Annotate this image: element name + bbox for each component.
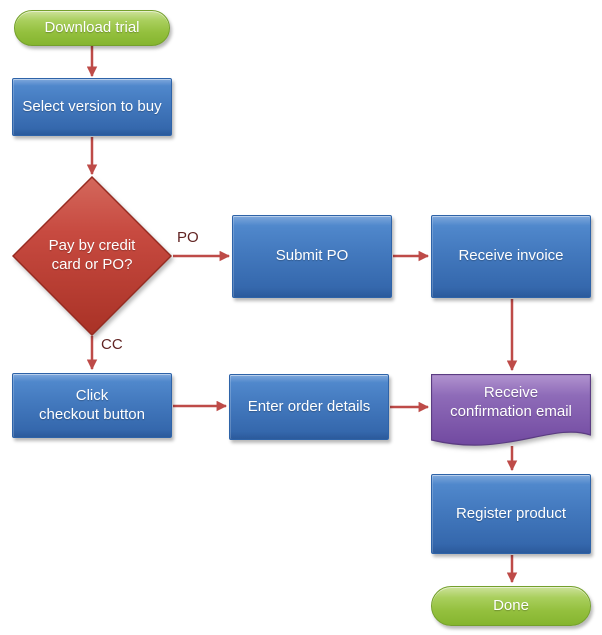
edge-label-cc: CC [101, 336, 123, 353]
node-download-trial-label: Download trial [44, 18, 140, 36]
node-enter-order-details: Enter order details [229, 374, 389, 440]
node-download-trial: Download trial [14, 10, 170, 46]
node-register-product-label: Register product [455, 504, 567, 522]
node-receive-confirmation-email: Receive confirmation email [431, 374, 591, 448]
node-select-version-label: Select version to buy [22, 97, 162, 115]
node-click-checkout: Click checkout button [12, 373, 172, 438]
node-receive-invoice: Receive invoice [431, 215, 591, 298]
edge-label-po: PO [177, 229, 199, 246]
node-select-version: Select version to buy [12, 78, 172, 136]
node-register-product: Register product [431, 474, 591, 554]
node-enter-order-details-label: Enter order details [247, 397, 371, 415]
node-submit-po-label: Submit PO [275, 247, 349, 265]
node-submit-po: Submit PO [232, 215, 392, 298]
node-done-label: Done [493, 596, 529, 614]
decision-diamond-shape [12, 176, 172, 336]
node-done: Done [431, 586, 591, 626]
node-receive-invoice-label: Receive invoice [458, 247, 564, 265]
document-shape [431, 374, 591, 446]
node-click-checkout-label: Click checkout button [39, 386, 145, 423]
node-pay-decision: Pay by credit card or PO? [12, 176, 172, 336]
